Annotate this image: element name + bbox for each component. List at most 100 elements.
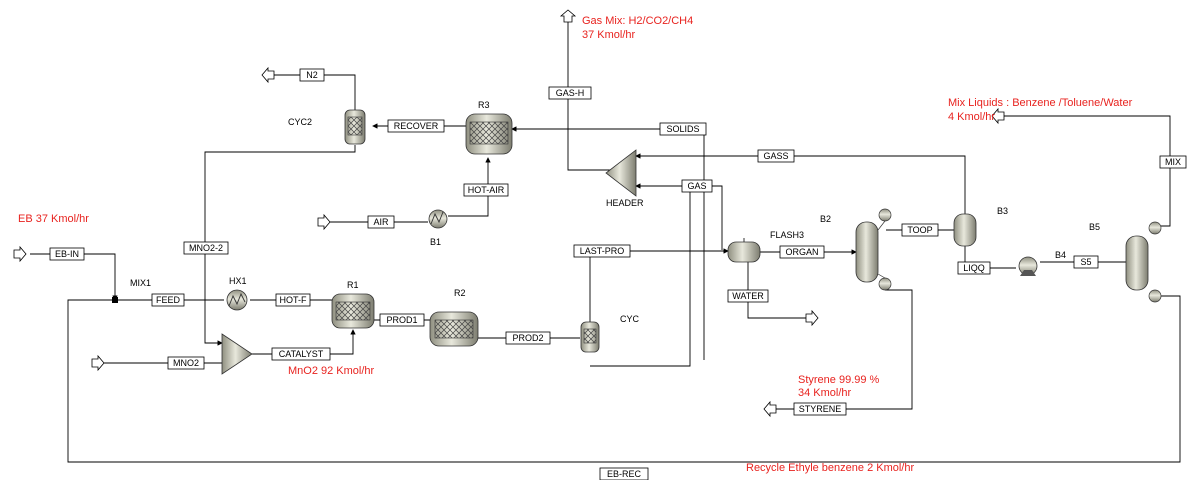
b3-label: B3 [997, 206, 1008, 216]
svg-text:SOLIDS: SOLIDS [666, 124, 699, 134]
r3-block[interactable] [465, 113, 513, 155]
svg-text:GAS: GAS [687, 181, 706, 191]
cyc2-label: CYC2 [288, 117, 312, 127]
svg-text:WATER: WATER [732, 291, 764, 301]
styrene-port-icon [763, 400, 777, 418]
svg-text:GAS-H: GAS-H [556, 88, 585, 98]
block-labels: MIX1 HX1 R1 R2 R3 CYC CYC2 B1 HEADER FLA… [130, 100, 1100, 324]
svg-text:EB-IN: EB-IN [55, 249, 79, 259]
svg-text:AIR: AIR [373, 217, 389, 227]
stream-gas[interactable]: GAS [681, 179, 713, 193]
port-arrows [13, 9, 1005, 418]
b2-label: B2 [820, 214, 831, 224]
mix1-label: MIX1 [130, 278, 151, 288]
stream-hot-f[interactable]: HOT-F [275, 293, 311, 307]
gas-mix-port-icon [559, 9, 577, 23]
b5-block[interactable] [1125, 221, 1162, 303]
r1-label: R1 [347, 280, 359, 290]
svg-text:MNO2-2: MNO2-2 [189, 243, 223, 253]
annotations: Gas Mix: H2/CO2/CH4 37 Kmol/hr EB 37 Kmo… [18, 15, 1133, 474]
recycle-note: Recycle Ethyle benzene 2 Kmol/hr [746, 462, 914, 474]
header-block[interactable] [605, 149, 637, 197]
mix-liquids-note-2: 4 Kmol/hr [948, 111, 995, 123]
svg-text:N2: N2 [306, 70, 318, 80]
svg-text:LAST-PRO: LAST-PRO [580, 246, 625, 256]
b1-label: B1 [430, 237, 441, 247]
catalyst-mixer-block[interactable] [221, 333, 253, 375]
stream-mno2[interactable]: MNO2 [167, 356, 205, 370]
stream-s5[interactable]: S5 [1073, 255, 1099, 269]
r2-label: R2 [454, 288, 466, 298]
b5-label: B5 [1089, 222, 1100, 232]
stream-catalyst[interactable]: CATALYST [271, 347, 331, 361]
stream-liqq[interactable]: LIQQ [957, 261, 991, 275]
b1-block[interactable] [428, 209, 448, 229]
svg-text:PROD1: PROD1 [386, 315, 417, 325]
r2-block[interactable] [429, 311, 479, 347]
mno2-port-icon [91, 354, 105, 372]
svg-text:EB-REC: EB-REC [607, 469, 642, 479]
stream-hot-air[interactable]: HOT-AIR [463, 183, 509, 197]
stream-styrene[interactable]: STYRENE [793, 402, 847, 416]
cyc-block[interactable] [580, 321, 600, 353]
mix-port-icon [991, 107, 1005, 125]
stream-water[interactable]: WATER [727, 289, 769, 303]
stream-eb-rec[interactable]: EB-REC [599, 467, 649, 480]
gas-mix-note-2: 37 Kmol/hr [582, 29, 636, 41]
svg-text:MNO2: MNO2 [173, 358, 199, 368]
stream-mno2-2[interactable]: MNO2-2 [183, 241, 229, 255]
air-port-icon [317, 213, 331, 231]
stream-prod2[interactable]: PROD2 [505, 331, 551, 345]
svg-text:HOT-F: HOT-F [280, 295, 307, 305]
header-label: HEADER [606, 198, 644, 208]
b4-label: B4 [1055, 250, 1066, 260]
hx1-label: HX1 [229, 276, 247, 286]
svg-text:STYRENE: STYRENE [799, 404, 842, 414]
stream-solids[interactable]: SOLIDS [659, 122, 707, 136]
svg-text:S5: S5 [1080, 257, 1091, 267]
stream-lines [30, 20, 1181, 463]
stream-air[interactable]: AIR [367, 215, 395, 229]
styrene-note-2: 34 Kmol/hr [798, 387, 852, 399]
svg-text:HOT-AIR: HOT-AIR [468, 185, 505, 195]
svg-text:GASS: GASS [763, 151, 788, 161]
stream-organ[interactable]: ORGAN [779, 245, 825, 259]
cyc2-block[interactable] [344, 109, 366, 145]
flash3-block[interactable] [727, 238, 761, 263]
stream-gass[interactable]: GASS [757, 149, 795, 163]
stream-feed[interactable]: FEED [151, 293, 185, 307]
b2-block[interactable] [855, 208, 892, 291]
equipment [112, 109, 1162, 375]
svg-text:RECOVER: RECOVER [394, 121, 439, 131]
svg-text:PROD2: PROD2 [512, 333, 543, 343]
eb-feed-note: EB 37 Kmol/hr [18, 213, 89, 225]
svg-text:LIQQ: LIQQ [963, 263, 985, 273]
stream-last-pro[interactable]: LAST-PRO [573, 244, 631, 258]
svg-text:TOOP: TOOP [907, 225, 932, 235]
cyc-label: CYC [620, 314, 640, 324]
stream-mix[interactable]: MIX [1159, 155, 1187, 169]
flash3-label: FLASH3 [770, 230, 804, 240]
stream-eb-in[interactable]: EB-IN [49, 247, 85, 261]
eb-in-port-icon [13, 245, 27, 263]
stream-toop[interactable]: TOOP [901, 223, 939, 237]
stream-n2[interactable]: N2 [299, 68, 325, 82]
svg-text:CATALYST: CATALYST [279, 349, 324, 359]
r1-block[interactable] [331, 293, 375, 329]
mix1-block[interactable] [112, 297, 118, 303]
stream-labels: EB-IN FEED HOT-F PROD1 PROD2 MNO2 CATALY… [49, 68, 1187, 480]
mix-liquids-note-1: Mix Liquids : Benzene /Toluene/Water [948, 97, 1133, 109]
stream-prod1[interactable]: PROD1 [379, 313, 425, 327]
hx1-block[interactable] [226, 289, 248, 311]
mno2-feed-note: MnO2 92 Kmol/hr [288, 365, 375, 377]
svg-text:FEED: FEED [156, 295, 181, 305]
stream-gas-h[interactable]: GAS-H [548, 86, 592, 100]
n2-port-icon [261, 66, 275, 84]
b3-block[interactable] [953, 213, 977, 247]
r3-label: R3 [478, 100, 490, 110]
b4-block[interactable] [1018, 256, 1038, 276]
stream-recover[interactable]: RECOVER [387, 119, 445, 133]
gas-mix-note-1: Gas Mix: H2/CO2/CH4 [582, 15, 693, 27]
